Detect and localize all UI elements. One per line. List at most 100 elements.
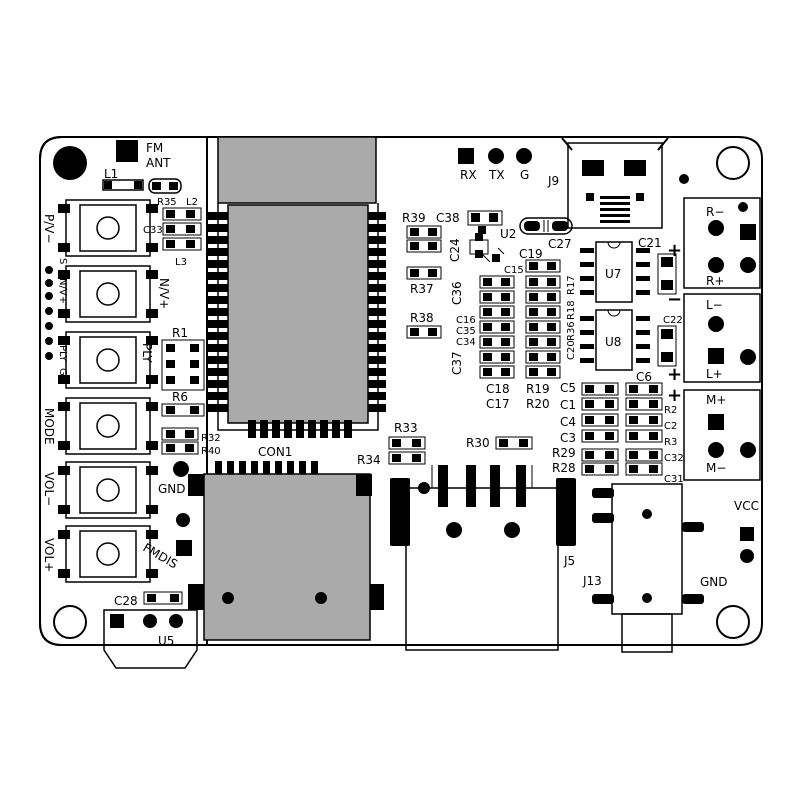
button-column: [58, 199, 158, 583]
esp-left-pins: [208, 212, 228, 412]
g-top-label: G: [520, 168, 529, 182]
r6-label: R6: [172, 390, 188, 404]
terminal-r: [683, 197, 761, 289]
c27-cap: [519, 217, 573, 235]
btn-label-mode: MODE: [42, 408, 56, 445]
c33-label: C33: [143, 225, 163, 236]
c19-label: C19: [519, 247, 543, 261]
c22-label: C22: [663, 315, 683, 326]
u7-chip: [595, 241, 633, 303]
ant-label: ANT: [146, 156, 171, 170]
board-outline-main: [39, 136, 763, 646]
esp-right-pins: [368, 212, 386, 412]
mount-hole-br: [716, 605, 750, 639]
c37-label: C37: [450, 351, 464, 375]
c20-label: C20: [566, 340, 577, 360]
r30-label: R30: [466, 436, 490, 450]
l-minus-label: L−: [706, 298, 723, 312]
j5-pins: [390, 465, 576, 546]
c18-label: C18: [486, 382, 510, 396]
r28-label: R28: [552, 461, 576, 475]
c35-label: C35: [456, 326, 476, 337]
m-plus-label: M+: [706, 393, 726, 407]
c2-label: C2: [664, 421, 677, 432]
terminal-l: [683, 293, 761, 383]
pin-label-nv: N/V+: [57, 278, 68, 304]
pin-label-g: G: [57, 368, 68, 376]
c1-label: C1: [560, 398, 576, 412]
c32-label: C32: [664, 453, 684, 464]
c38-label: C38: [436, 211, 460, 225]
c28-label: C28: [114, 594, 138, 608]
r1-label: R1: [172, 326, 188, 340]
r32-label: R32: [201, 433, 221, 444]
u8-label: U8: [605, 335, 621, 349]
l1-part: [102, 179, 144, 191]
button-pv-minus[interactable]: [58, 199, 158, 257]
c16-label: C16: [456, 315, 476, 326]
passive-array-c5: [581, 382, 619, 476]
button-vol-plus[interactable]: [58, 525, 158, 583]
r-minus-label: R−: [706, 205, 724, 219]
r40-label: R40: [201, 446, 221, 457]
esp-module-body: [227, 204, 369, 424]
button-nv-plus[interactable]: [58, 265, 158, 323]
gnd-right-label: GND: [700, 575, 728, 589]
terminal-m: [683, 389, 761, 481]
c31-label: C31: [664, 474, 684, 485]
c6-label: C6: [636, 370, 652, 384]
fm-label: FM: [146, 141, 163, 155]
r29-label: R29: [552, 446, 576, 460]
left-header-pins: [45, 266, 53, 360]
mount-hole-tr: [716, 146, 750, 180]
m-plus-sign: +: [667, 385, 682, 406]
r36-label: R36: [566, 321, 577, 341]
c21-minus: −: [667, 289, 682, 310]
c36-label: C36: [450, 281, 464, 305]
button-ply[interactable]: [58, 331, 158, 389]
c27-label: C27: [548, 237, 572, 251]
sd-card-slot: [203, 473, 371, 641]
r35-label: R35: [157, 197, 177, 208]
l-plus-label: L+: [706, 367, 723, 381]
c17-label: C17: [486, 397, 510, 411]
btn-label-vol-plus: VOL+: [42, 538, 56, 572]
gnd-pad-left: [173, 461, 189, 477]
r39-label: R39: [402, 211, 426, 225]
c21-plus: +: [667, 240, 682, 261]
u7-label: U7: [605, 267, 621, 281]
esp-module: [217, 136, 377, 204]
m-minus-label: M−: [706, 461, 726, 475]
r3-label: R3: [664, 437, 677, 448]
button-vol-minus[interactable]: [58, 461, 158, 519]
c15-label: C15: [504, 265, 524, 276]
j9-label: J9: [547, 174, 559, 188]
btn-label-nv-plus: N/V+: [157, 278, 171, 309]
r-plus-label: R+: [706, 274, 724, 288]
u5-label: U5: [158, 634, 174, 648]
l1b-part: [148, 178, 182, 194]
r20-label: R20: [526, 397, 550, 411]
r2-label: R2: [664, 405, 677, 416]
r17-label: R17: [566, 275, 577, 295]
gnd-left-label: GND: [158, 482, 186, 496]
btn-label-pv-minus: P/V−: [42, 214, 56, 244]
con1-pins: [215, 461, 318, 479]
passive-array-c6: [625, 382, 663, 476]
r18-label: R18: [566, 300, 577, 320]
tx-label: TX: [488, 168, 505, 182]
c21-label: C21: [638, 236, 662, 250]
c22-plus: +: [667, 364, 682, 385]
c5-label: C5: [560, 381, 576, 395]
vcc-label: VCC: [734, 499, 759, 513]
button-mode[interactable]: [58, 397, 158, 455]
l3-label: L3: [175, 257, 187, 268]
fm-ant-pad: [116, 140, 138, 162]
u2-label: U2: [500, 227, 516, 241]
pin-label-s: S: [57, 258, 68, 264]
passive-array-left: [479, 275, 515, 379]
btn-label-ply: PLY: [140, 343, 154, 363]
mount-hole-tl: [53, 146, 87, 180]
btn-label-vol-minus: VOL−: [42, 472, 56, 506]
